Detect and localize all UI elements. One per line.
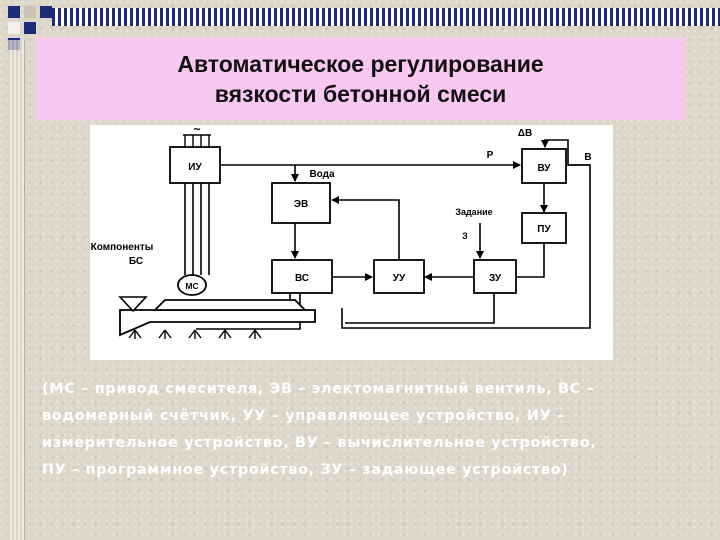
control-diagram: ИУ ЭВ ВС УУ ЗУ ВУ ПУ МС ~ Вода Компонент… <box>90 122 613 360</box>
label-components-2: БС <box>129 256 143 267</box>
label-ac: ~ <box>193 125 200 136</box>
title-box: Автоматическое регулирование вязкости бе… <box>36 38 685 120</box>
block-zu <box>473 259 517 294</box>
caption-line-4: ПУ – программное устройство, ЗУ – задающ… <box>42 462 569 478</box>
top-stripe-decoration <box>52 8 720 26</box>
label-zu: ЗУ <box>489 273 502 284</box>
block-pu <box>521 212 567 244</box>
label-components-1: Компоненты <box>91 242 154 253</box>
block-vu <box>521 148 567 184</box>
line-output-v <box>341 164 591 329</box>
label-ev: ЭВ <box>294 199 308 210</box>
label-p: Р <box>487 150 494 161</box>
components-arrow <box>118 296 148 313</box>
label-v: В <box>584 152 591 163</box>
label-vu: ВУ <box>537 163 551 174</box>
label-ms: МС <box>185 281 198 291</box>
block-ev <box>271 182 331 224</box>
block-vs <box>271 259 333 294</box>
label-uu: УУ <box>393 273 406 284</box>
block-ms <box>177 274 207 296</box>
legend-caption: (МС – привод смесителя, ЭВ – электомагни… <box>42 376 702 484</box>
caption-line-1: (МС – привод смесителя, ЭВ – электомагни… <box>42 381 595 397</box>
line-pu-zu <box>504 243 545 281</box>
label-voda: Вода <box>309 169 335 180</box>
label-zadanie: Задание <box>455 207 492 217</box>
divider-line <box>24 40 25 540</box>
mixer-top <box>152 299 308 311</box>
line-uu-ev <box>331 196 400 263</box>
label-pu: ПУ <box>537 224 551 235</box>
label-vs: ВС <box>295 273 309 284</box>
caption-line-2: водомерный счётчик, УУ – управляющее уст… <box>42 408 565 424</box>
label-z: З <box>462 231 468 241</box>
mixer-body <box>119 309 316 337</box>
caption-line-3: измерительное устройство, ВУ – вычислите… <box>42 435 597 451</box>
blocks <box>169 146 567 294</box>
label-delta-v: ΔВ <box>518 128 532 139</box>
block-iu <box>169 146 221 184</box>
title-line-2: вязкости бетонной смеси <box>214 81 507 107</box>
left-stripe-decoration <box>8 40 24 540</box>
line-zu-loop <box>345 293 495 324</box>
title-line-1: Автоматическое регулирование <box>177 51 544 77</box>
label-iu: ИУ <box>188 162 202 173</box>
block-uu <box>373 259 425 294</box>
